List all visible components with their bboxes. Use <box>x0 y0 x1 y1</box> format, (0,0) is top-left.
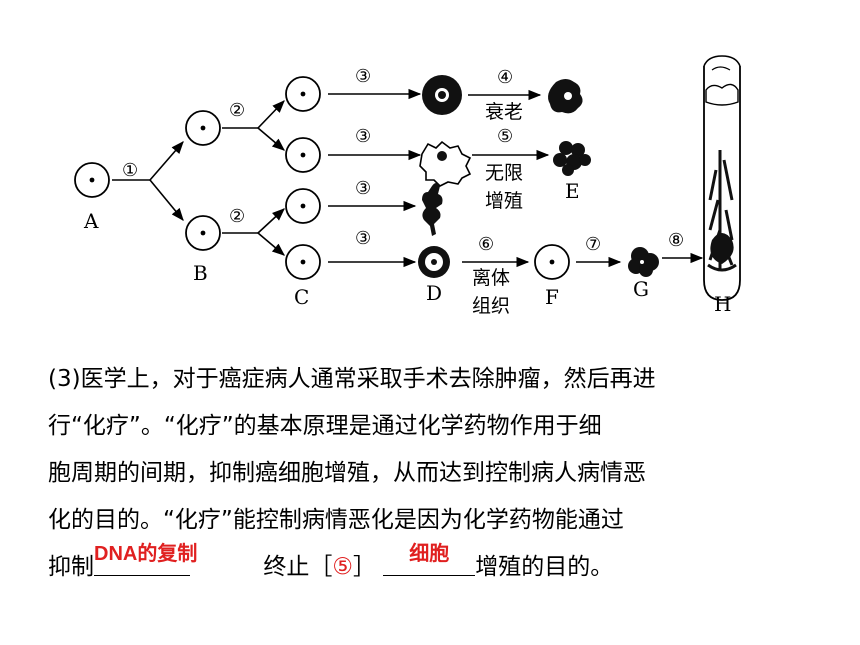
line5-bracket-close: ］ <box>352 554 376 580</box>
arrow-b-to-c4 <box>257 232 285 256</box>
step-3-row4-label: ③ <box>355 228 371 249</box>
question-line-2: 行“化疗”。“化疗”的基本原理是通过化学药物作用于细 <box>48 413 602 439</box>
unlimited-label-2: 增殖 <box>485 190 523 212</box>
isolated-label-1: 离体 <box>472 267 510 289</box>
line5-terminate: 终止［ <box>263 554 333 580</box>
label-e: E <box>565 179 580 203</box>
cell-c <box>285 244 321 280</box>
answer-1: DNA的复制 <box>94 543 198 565</box>
cell-c2 <box>285 137 321 173</box>
line5-prefix: 抑制 <box>48 554 94 580</box>
answer-2: 细胞 <box>409 543 450 565</box>
label-c: C <box>294 285 309 309</box>
step-3-row2-label: ③ <box>355 126 371 147</box>
line5-suffix: 增殖的目的。 <box>475 554 614 580</box>
step-4-label: ④ <box>497 67 513 88</box>
aging-label: 衰老 <box>485 101 523 123</box>
cell-f <box>534 244 570 280</box>
question-line-3: 胞周期的间期，抑制癌细胞增殖，从而达到控制病人病情恶 <box>48 460 646 486</box>
arrow-b-to-c3 <box>257 208 285 234</box>
test-tube-h <box>703 55 741 301</box>
arrow-b-to-c1 <box>257 100 285 129</box>
label-b: B <box>193 261 208 285</box>
callus-g <box>628 247 659 277</box>
label-a: A <box>83 209 99 233</box>
aging-cell <box>548 79 583 114</box>
cell-differentiation-diagram: A ① B ② ② C ③ ③ ③ ③ ④ 衰老 <box>74 55 741 317</box>
cancer-cell-cluster-e <box>553 141 591 176</box>
arrow-a-to-b-top <box>149 141 184 181</box>
unlimited-label-1: 无限 <box>485 162 523 184</box>
differentiated-cell-row1 <box>422 75 462 115</box>
arrow-a-to-b-bottom <box>149 179 184 221</box>
cell-a <box>74 162 110 198</box>
arrow-b-to-c2 <box>257 127 285 151</box>
answer-blank-1[interactable]: DNA的复制 <box>94 543 197 576</box>
label-f: F <box>545 285 559 309</box>
label-h: H <box>714 292 731 316</box>
isolated-label-2: 组织 <box>472 295 510 317</box>
step-6-label: ⑥ <box>478 234 494 255</box>
question-line-1: (3)医学上，对于癌症病人通常采取手术去除肿瘤，然后再进 <box>48 366 656 392</box>
step-2-bottom-label: ② <box>229 206 245 227</box>
cell-c3 <box>285 188 321 224</box>
step-8-label: ⑧ <box>668 230 684 251</box>
step-1-label: ① <box>122 160 138 181</box>
bracket-number: ⑤ <box>332 554 353 580</box>
step-2-top-label: ② <box>229 100 245 121</box>
question-line-4: 化的目的。“化疗”能控制病情恶化是因为化学药物能通过 <box>48 507 624 533</box>
step-5-label: ⑤ <box>497 126 513 147</box>
neuron-like-cell <box>422 183 443 236</box>
cell-b <box>185 215 221 251</box>
cell-d <box>418 246 450 278</box>
cell-b-top <box>185 110 221 146</box>
cell-c1 <box>285 76 321 112</box>
question-text: (3)医学上，对于癌症病人通常采取手术去除肿瘤，然后再进 行“化疗”。“化疗”的… <box>48 356 848 591</box>
cancer-cell <box>419 140 472 187</box>
step-3-row1-label: ③ <box>355 66 371 87</box>
step-3-row3-label: ③ <box>355 178 371 199</box>
label-d: D <box>426 281 442 305</box>
step-7-label: ⑦ <box>585 234 601 255</box>
label-g: G <box>633 277 649 301</box>
answer-blank-2[interactable]: 细胞 <box>383 543 476 576</box>
